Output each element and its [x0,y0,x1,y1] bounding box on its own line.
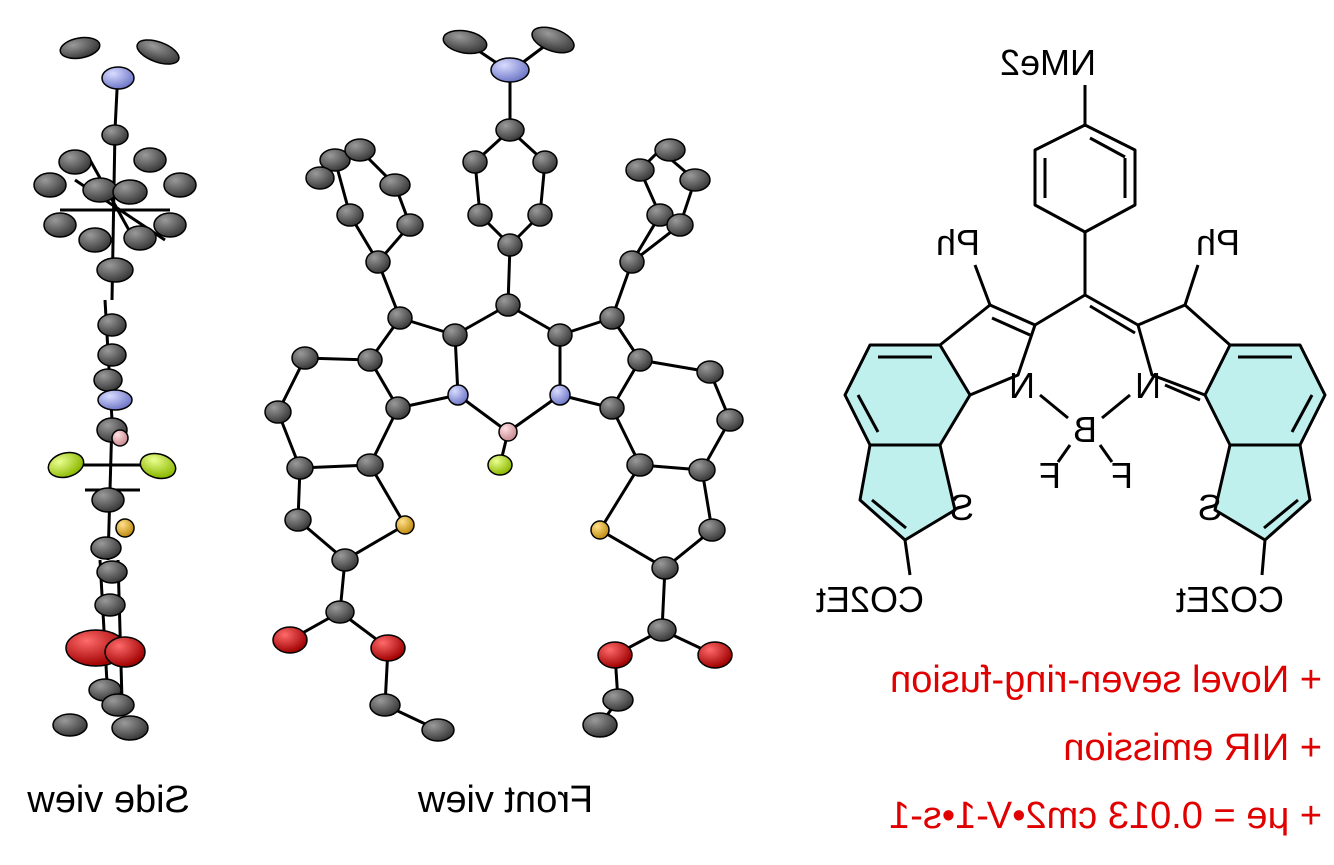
f-right-label: F [1111,455,1133,496]
nme2-label: NMe2 [1000,42,1096,83]
s-left-label: S [950,487,974,528]
right-thiophene-ring [1215,445,1310,540]
chemical-structure: NMe2 Ph Ph N N B F F S S CO2Et CO2Et [816,42,1327,620]
feature-item: + NIR emission [1063,727,1322,769]
left-benzo-ring [845,345,970,445]
side-view-label: Side view [27,779,190,821]
ph-left-label: Ph [936,222,980,263]
feature-item: + Novel seven-ring-fusion [890,659,1322,701]
ph-right-label: Ph [1196,222,1240,263]
boron-label: B [1073,409,1097,450]
s-right-label: S [1198,487,1222,528]
structure-atom-labels: NMe2 Ph Ph N N B F F S S CO2Et CO2Et [816,42,1284,620]
right-benzo-ring [1205,345,1325,445]
n-left-label: N [1009,365,1035,406]
feature-item: + μe = 0.013 cm2•V-1•s-1 [889,795,1322,837]
side-view-atoms [33,36,197,741]
front-view-atoms [264,26,744,742]
front-view-label: Front view [417,779,593,821]
f-left-label: F [1039,455,1061,496]
left-thiophene-ring [860,445,955,540]
feature-list: + Novel seven-ring-fusion + NIR emission… [889,659,1322,837]
structure-bonds [843,85,1327,576]
co2et-right-label: CO2Et [1176,579,1284,620]
n-right-label: N [1135,365,1161,406]
co2et-left-label: CO2Et [816,579,924,620]
